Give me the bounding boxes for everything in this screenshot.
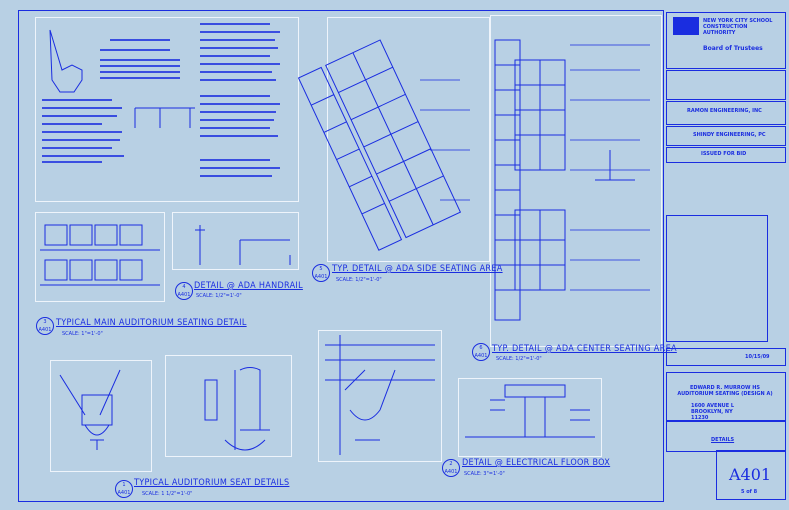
detail-scale-3: SCALE: 1"=1'-0" <box>62 331 103 337</box>
title-block-authority: NEW YORK CITY SCHOOL CONSTRUCTION AUTHOR… <box>666 12 786 69</box>
floor-box-sketch <box>465 384 595 438</box>
side-seating-sketch <box>297 39 462 251</box>
seat-section-frame <box>165 355 292 457</box>
seat-section-sketch <box>204 367 270 451</box>
detail-title-5: TYP. DETAIL @ ADA SIDE SEATING AREA <box>332 264 503 274</box>
detail-scale-1: SCALE: 1 1/2"=1'-0" <box>142 491 193 497</box>
title-block-arch-eng <box>666 70 786 100</box>
notes-text <box>42 23 280 177</box>
board-label: Board of Trustees <box>703 45 763 52</box>
title-block-drawing-number: A401 5 of 8 <box>716 450 786 500</box>
center-seating-detail-frame <box>490 15 662 347</box>
handrail-sketch <box>195 225 291 265</box>
detail-title-1: TYPICAL AUDITORIUM SEAT DETAILS <box>134 478 290 488</box>
general-notes-panel <box>35 17 299 202</box>
title-block-drawing-title: DETAILS <box>666 420 786 452</box>
drawing-number: A401 <box>729 465 772 484</box>
title-block-status: ISSUED FOR BID <box>666 147 786 163</box>
floor-box-detail-frame <box>458 378 602 457</box>
detail-title-3: TYPICAL MAIN AUDITORIUM SEATING DETAIL <box>56 318 247 328</box>
detail-scale-5: SCALE: 1/2"=1'-0" <box>336 277 382 283</box>
title-block-consultant-2: SHINDY ENGINEERING, PC <box>666 126 786 146</box>
title-block-consultant-1: RAMON ENGINEERING, INC <box>666 101 786 125</box>
sca-logo <box>673 17 699 35</box>
detail-title-4: DETAIL @ ADA HANDRAIL <box>194 281 303 291</box>
key-plan <box>666 215 768 342</box>
detail-title-2: DETAIL @ ELECTRICAL FLOOR BOX <box>462 458 611 468</box>
seat-side-frame <box>318 330 442 462</box>
detail-scale-2: SCALE: 3"=1'-0" <box>464 471 505 477</box>
detail-title-6: TYP. DETAIL @ ADA CENTER SEATING AREA <box>492 344 677 354</box>
seat-profile-sketch <box>49 29 83 93</box>
seat-elevation-frame <box>50 360 152 472</box>
title-block-date-row: 10/15/09 <box>666 348 786 366</box>
seating-plan-sketch <box>40 224 160 286</box>
title-block-project: EDWARD R. MURROW HS AUDITORIUM SEATING (… <box>666 372 786 422</box>
detail-scale-6: SCALE: 1/2"=1'-0" <box>496 356 542 362</box>
main-seating-detail-frame <box>35 212 165 302</box>
drawing-border <box>18 10 664 502</box>
seat-side-sketch <box>325 335 435 455</box>
detail-scale-4: SCALE: 1/2"=1'-0" <box>196 293 242 299</box>
handrail-detail-frame <box>172 212 299 270</box>
center-seating-sketch <box>494 39 650 321</box>
seat-elevation-sketch <box>59 369 121 450</box>
